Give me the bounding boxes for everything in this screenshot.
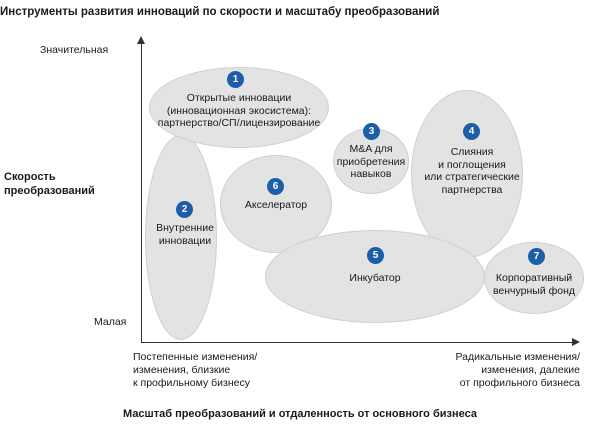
tool-label-mna-skills: M&A для приобретения навыков <box>331 143 411 181</box>
number-badge: 5 <box>367 247 384 264</box>
tool-label-accelerator: Акселератор <box>220 199 332 212</box>
y-axis-arrow <box>137 36 145 44</box>
number-badge: 3 <box>363 123 380 140</box>
ellipse-accelerator <box>220 155 332 253</box>
ellipse-incubator <box>265 230 485 323</box>
number-badge: 2 <box>176 201 193 218</box>
ellipse-mna-skills <box>333 128 409 194</box>
x-axis-left-line: Постепенные изменения/ <box>133 351 258 363</box>
ellipse-mergers <box>411 90 523 258</box>
x-axis-right-label: Радикальные изменения/ изменения, далеки… <box>455 351 581 390</box>
tool-label-line: (инновационная экосистема): <box>166 104 312 117</box>
tool-label-internal-innovation: Внутренние инновации <box>145 222 225 247</box>
x-axis-left-line: изменения, близкие <box>133 364 231 376</box>
number-badge: 7 <box>528 248 545 265</box>
x-axis-left-label: Постепенные изменения/ изменения, близки… <box>133 351 257 390</box>
number-badge: 4 <box>463 123 480 140</box>
x-axis-right-line: изменения, далекие <box>481 364 580 376</box>
tool-label-incubator: Инкубатор <box>265 272 485 285</box>
x-axis-line <box>141 342 573 343</box>
ellipse-internal-innovation <box>145 135 217 340</box>
tool-label-line: Инкубатор <box>349 272 401 284</box>
tool-label-mergers: Слияния и поглощения или стратегические … <box>411 146 533 196</box>
number-badge: 6 <box>267 178 284 195</box>
y-axis-line <box>141 43 142 343</box>
tool-label-line: и поглощения <box>438 158 506 171</box>
tool-label-line: партнерство/СП/лицензирование <box>157 117 321 129</box>
tool-label-line: M&A для <box>349 143 393 155</box>
y-axis-title: Скорость преобразований <box>4 170 95 198</box>
diagram-title: Инструменты развития инноваций по скорос… <box>0 6 440 18</box>
tool-label-line: Внутренние <box>156 222 214 234</box>
tool-label-line: Акселератор <box>244 199 308 211</box>
tool-label-line: Корпоративный <box>495 272 573 284</box>
x-axis-right-line: Радикальные изменения/ <box>455 351 581 363</box>
tool-label-line: Открытые инновации <box>186 92 292 104</box>
tool-label-line: или стратегические <box>424 171 520 183</box>
y-axis-title-line: преобразований <box>4 185 95 197</box>
tool-label-line: инновации <box>158 234 212 247</box>
tool-label-line: венчурный фонд <box>492 284 576 297</box>
y-axis-low-label: Малая <box>94 316 127 328</box>
tool-label-line: партнерства <box>441 183 503 196</box>
y-axis-high-label: Значительная <box>40 44 109 56</box>
tool-label-corporate-venture-fund: Корпоративный венчурный фонд <box>484 272 584 297</box>
number-badge: 1 <box>227 71 244 88</box>
x-axis-title: Масштаб преобразований и отдаленность от… <box>123 408 477 420</box>
y-axis-title-line: Скорость <box>4 171 56 183</box>
tool-label-line: приобретения <box>336 155 406 168</box>
x-axis-right-line: от профильного бизнеса <box>459 377 580 389</box>
x-axis-left-line: к профильному бизнесу <box>133 377 250 389</box>
x-axis-arrow <box>572 338 580 346</box>
tool-label-line: навыков <box>350 168 392 180</box>
tool-label-line: Слияния <box>450 146 494 158</box>
tool-label-open-innovation: Открытые инновации (инновационная экосис… <box>149 92 329 130</box>
